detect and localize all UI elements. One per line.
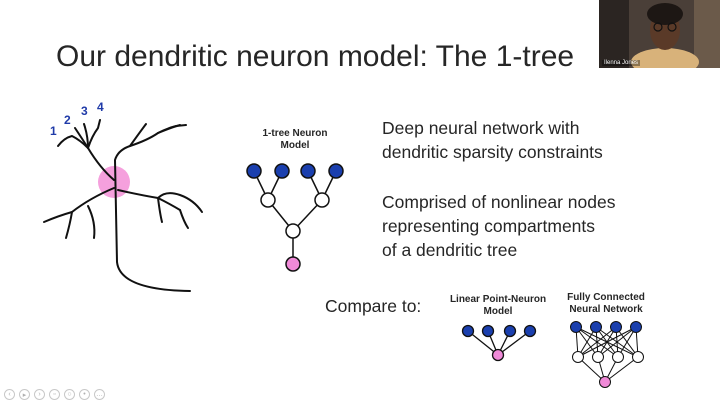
participant-avatar-image: [599, 0, 720, 68]
branch-number-4: 4: [97, 100, 104, 114]
full-label-line1: Fully Connected: [567, 292, 645, 303]
linear-neuron-diagram: [461, 324, 537, 362]
player-controls: ‹ ▸ › ▫ ○ • …: [4, 389, 105, 400]
bullet1-line2: dendritic sparsity constraints: [382, 142, 603, 162]
linear-input-node: [461, 324, 475, 338]
branch-numbers: 1 2 3 4: [50, 100, 104, 138]
bullet2-line3: of a dendritic tree: [382, 240, 518, 260]
play-icon[interactable]: ▸: [19, 389, 30, 400]
linear-input-node: [523, 324, 537, 338]
fc-hidden-node: [612, 351, 624, 363]
tree-input-node: [246, 163, 262, 179]
branch-number-3: 3: [81, 104, 88, 118]
branch-number-2: 2: [64, 113, 71, 127]
fc-output-node: [599, 376, 611, 388]
fully-connected-label: Fully Connected Neural Network: [556, 292, 656, 316]
linear-label-line2: Model: [483, 306, 513, 317]
copy-icon[interactable]: ▫: [49, 389, 60, 400]
linear-output-node: [491, 348, 505, 362]
tree-model-label-line1: 1-tree Neuron: [262, 128, 328, 139]
branch-number-1: 1: [50, 124, 57, 138]
compare-label: Compare to:: [325, 296, 422, 316]
one-tree-diagram: [246, 163, 344, 272]
fc-input-node: [570, 321, 582, 333]
fc-hidden-node: [592, 351, 604, 363]
fc-edges-input-hidden: [575, 326, 639, 358]
prev-icon[interactable]: ‹: [4, 389, 15, 400]
bullet-nonlinear-nodes: Comprised of nonlinear nodes representin…: [382, 190, 615, 262]
fully-connected-diagram: [570, 321, 644, 388]
fc-hidden-node: [632, 351, 644, 363]
bullet2-line1: Comprised of nonlinear nodes: [382, 192, 616, 212]
participant-video[interactable]: Ilenna Jones: [599, 0, 720, 68]
linear-model-label: Linear Point-Neuron Model: [442, 294, 554, 318]
participant-name: Ilenna Jones: [602, 60, 641, 66]
tree-hidden-node: [314, 192, 330, 208]
fc-input-node: [630, 321, 642, 333]
tree-output-node: [285, 256, 301, 272]
tree-hidden-node: [260, 192, 276, 208]
linear-label-line1: Linear Point-Neuron: [449, 294, 547, 305]
zoom-icon[interactable]: ○: [64, 389, 75, 400]
settings-icon[interactable]: •: [79, 389, 90, 400]
fc-input-node: [590, 321, 602, 333]
tree-model-label-line2: Model: [280, 140, 310, 151]
linear-input-node: [503, 324, 517, 338]
tree-input-node: [274, 163, 290, 179]
tree-input-node: [328, 163, 344, 179]
bullet-deep-network: Deep neural network with dendritic spars…: [382, 116, 603, 164]
full-label-line2: Neural Network: [569, 304, 643, 315]
next-icon[interactable]: ›: [34, 389, 45, 400]
more-icon[interactable]: …: [94, 389, 105, 400]
tree-model-label: 1-tree Neuron Model: [243, 128, 347, 152]
tree-input-node: [300, 163, 316, 179]
tree-hidden-node: [285, 223, 301, 239]
fc-input-node: [610, 321, 622, 333]
bullet2-line2: representing compartments: [382, 216, 596, 236]
slide-title: Our dendritic neuron model: The 1-tree: [56, 40, 575, 73]
linear-input-node: [481, 324, 495, 338]
bullet1-line1: Deep neural network with: [382, 118, 580, 138]
dendritic-neuron-drawing: [43, 119, 203, 292]
fc-hidden-node: [572, 351, 584, 363]
